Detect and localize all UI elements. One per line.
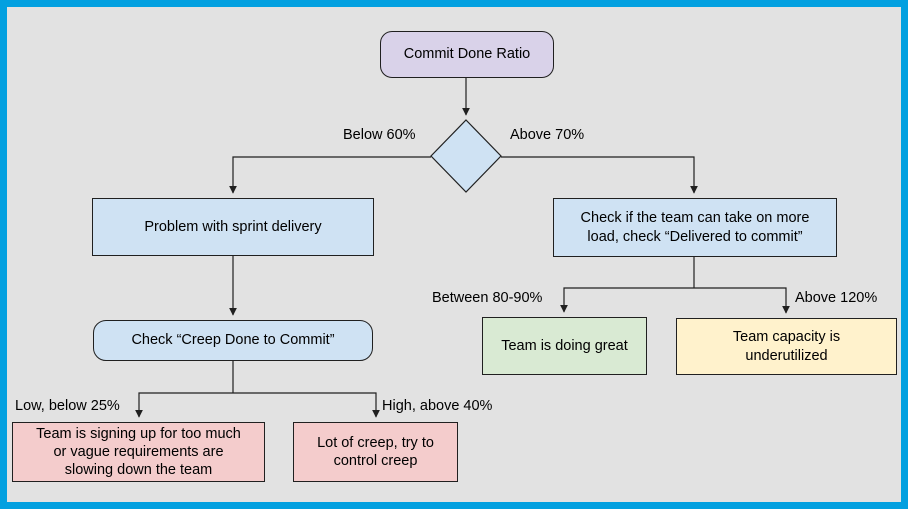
node-signing-up-too-much: Team is signing up for too much or vague… (12, 422, 265, 482)
connector-checkcreep-low (135, 392, 233, 418)
node-line: Team is signing up for too much (36, 425, 241, 442)
edge-label-high-above-40: High, above 40% (382, 398, 493, 414)
node-line: control creep (333, 453, 418, 469)
connector-checkload-between (560, 287, 694, 313)
edge-label-below-60: Below 60% (343, 127, 416, 143)
decision-diamond (430, 119, 502, 193)
node-team-doing-great: Team is doing great (482, 317, 647, 375)
node-commit-done-ratio: Commit Done Ratio (380, 31, 554, 78)
node-lot-of-creep: Lot of creep, try to control creep (293, 422, 458, 482)
node-line: load, check “Delivered to commit” (587, 228, 803, 245)
node-problem-sprint-delivery: Problem with sprint delivery (92, 198, 374, 256)
node-check-take-more-load: Check if the team can take on more load,… (553, 198, 837, 257)
edge-label-low-below-25: Low, below 25% (15, 398, 120, 414)
edge-label-between-80-90: Between 80-90% (432, 290, 543, 306)
connector-decision-above70 (501, 156, 698, 194)
connector-checkcreep-high (233, 392, 380, 418)
node-line: or vague requirements are (53, 443, 224, 460)
connector-checkload-above120 (694, 287, 790, 314)
node-team-capacity-underutilized: Team capacity is underutilized (676, 318, 897, 375)
node-line: slowing down the team (64, 462, 213, 479)
node-line: Check if the team can take on more (580, 210, 810, 227)
node-line: Team capacity is (732, 329, 841, 346)
connector-decision-below60 (229, 156, 431, 194)
edge-label-above-70: Above 70% (510, 127, 585, 143)
node-line: underutilized (745, 347, 828, 364)
node-check-creep-done-to-commit: Check “Creep Done to Commit” (93, 320, 373, 361)
edge-label-above-120: Above 120% (795, 290, 878, 306)
node-line: Lot of creep, try to (317, 434, 434, 451)
